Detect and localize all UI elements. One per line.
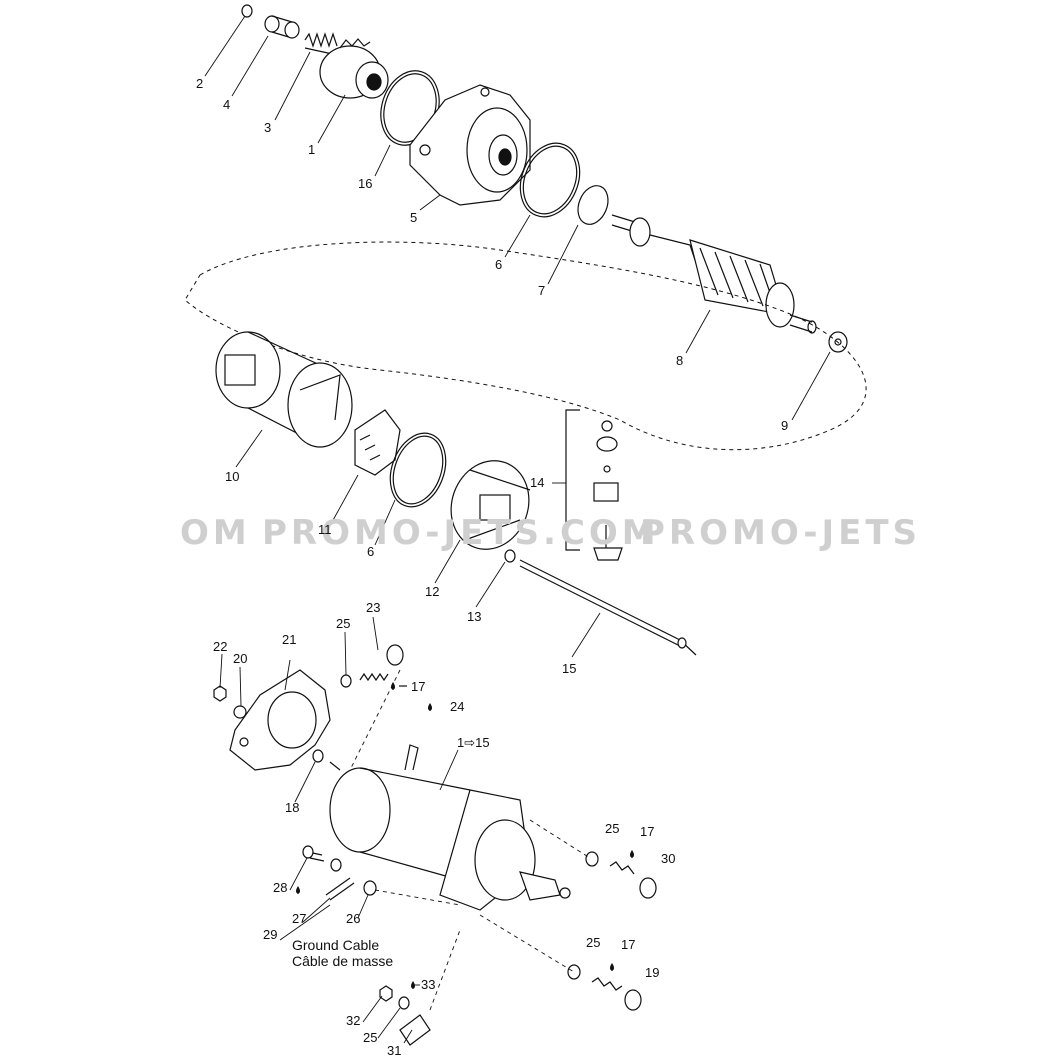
washer-9-part — [828, 331, 848, 353]
callout-11: 11 — [318, 522, 332, 537]
callout-23: 23 — [366, 600, 381, 615]
washer-18-part — [312, 749, 324, 763]
through-bolt-15-part — [519, 559, 697, 656]
callout-28: 28 — [273, 880, 288, 895]
o-ring-6-lower-part — [389, 432, 447, 508]
screw-23-part — [359, 644, 404, 682]
drive-pinion-part — [319, 38, 389, 99]
callout-30: 30 — [661, 851, 676, 866]
bolt-28-part — [302, 845, 325, 862]
callout-17-lower: 17 — [621, 937, 636, 952]
o-ring-13-part — [504, 549, 516, 563]
housing-part — [409, 84, 531, 206]
washer-25-right-part — [585, 851, 599, 867]
callout-25-upper: 25 — [336, 616, 351, 631]
callout-21: 21 — [282, 632, 297, 647]
armature-part — [611, 214, 817, 334]
callout-8: 8 — [676, 353, 684, 368]
callout-16: 16 — [358, 176, 373, 191]
callout-3: 3 — [264, 120, 272, 135]
brush-plate-11-part — [354, 409, 401, 476]
callout-32: 32 — [346, 1013, 361, 1028]
callout-27: 27 — [292, 911, 307, 926]
callout-6-upper: 6 — [495, 257, 503, 272]
bolt-19-part — [591, 977, 642, 1011]
nut-22-part — [213, 685, 227, 702]
terminal-kit-14-part — [565, 409, 623, 561]
washer-25-lower-part — [567, 964, 581, 980]
callout-29: 29 — [263, 927, 278, 942]
callout-22: 22 — [213, 639, 228, 654]
ground-cable-label-en: Ground Cable — [292, 937, 380, 953]
bracket-21-part — [229, 669, 331, 771]
nut-32-part — [379, 985, 393, 1002]
lock-washer-26-part — [363, 880, 377, 896]
callout-4: 4 — [223, 97, 231, 112]
callout-15: 15 — [562, 661, 577, 676]
callout-25-bottom: 25 — [363, 1030, 378, 1045]
callout-19: 19 — [645, 965, 660, 980]
callout-6-lower: 6 — [367, 544, 375, 559]
callout-12: 12 — [425, 584, 440, 599]
callout-25-lower: 25 — [586, 935, 601, 950]
yoke-10-part — [215, 331, 353, 448]
callout-10: 10 — [225, 469, 240, 484]
callout-1: 1 — [308, 142, 316, 157]
callout-2: 2 — [196, 76, 204, 91]
callout-9: 9 — [781, 418, 789, 433]
bushing-part — [264, 15, 300, 39]
callout-range: 1⇨15 — [457, 735, 490, 750]
ground-cable-27-part — [325, 858, 355, 901]
washer-20-part — [233, 705, 247, 719]
callout-5: 5 — [410, 210, 418, 225]
leader-lines — [204, 15, 831, 1044]
starter-motor-assembly — [329, 744, 571, 911]
callout-18: 18 — [285, 800, 300, 815]
bolt-30-part — [609, 861, 657, 899]
washer-25-upper-part — [340, 674, 352, 688]
callout-33: 33 — [421, 977, 436, 992]
assembly-outline — [184, 241, 867, 451]
callout-17-upper: 17 — [411, 679, 426, 694]
end-cover-12-part — [450, 460, 531, 550]
callout-20: 20 — [233, 651, 248, 666]
washer-25-bottom-part — [398, 996, 410, 1010]
callout-13: 13 — [467, 609, 482, 624]
ground-cable-label-fr: Câble de masse — [292, 953, 394, 969]
callout-25-right: 25 — [605, 821, 620, 836]
callout-24: 24 — [450, 699, 465, 714]
callout-14: 14 — [530, 475, 545, 490]
retaining-ring-part — [241, 4, 253, 18]
callout-31: 31 — [387, 1043, 402, 1058]
callout-7: 7 — [538, 283, 546, 298]
clamp-31-part — [399, 1014, 431, 1046]
drop-icon — [296, 682, 634, 989]
o-ring-7-part — [577, 185, 609, 225]
o-ring-6-upper-part — [519, 142, 581, 218]
callout-17-right: 17 — [640, 824, 655, 839]
callout-26: 26 — [346, 911, 361, 926]
